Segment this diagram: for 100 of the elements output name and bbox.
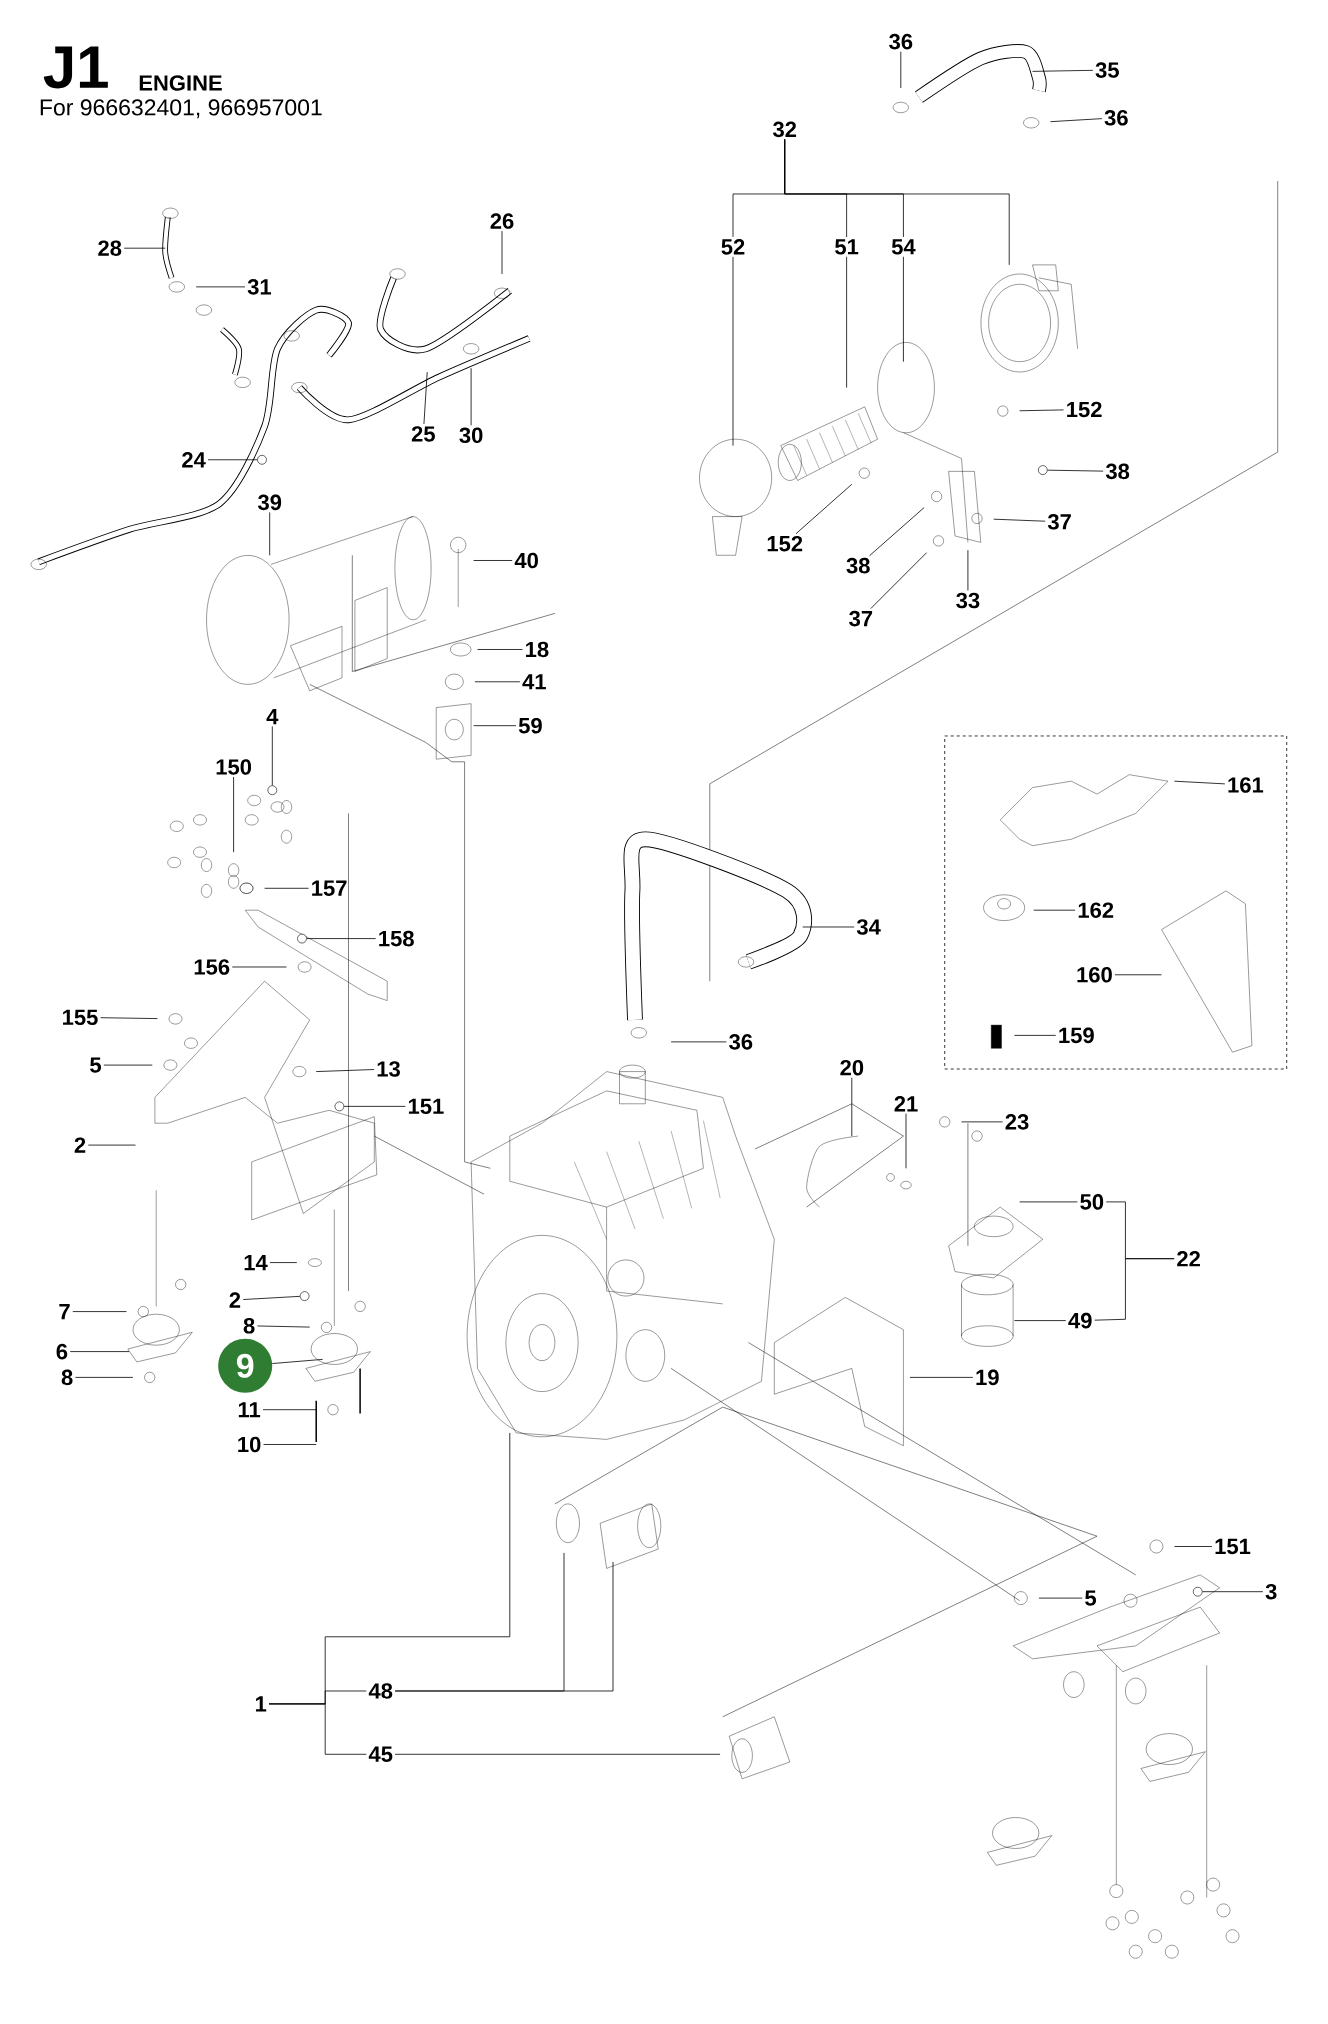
callout-number: 23 [1005,1114,1029,1130]
leader-line [263,1444,317,1445]
leader-line [207,459,258,461]
callout-number: 38 [846,557,870,574]
leader-line [262,1409,317,1411]
callout-number: 31 [247,279,271,295]
callout-number: 41 [522,674,546,690]
part-drawing [1192,1586,1203,1597]
callout-number: 5 [1085,1590,1096,1606]
leader-line [1174,1546,1213,1547]
leader-line [268,1432,511,1705]
callout-number: 45 [368,1746,393,1762]
leader-line [470,367,472,426]
callout-number: 2 [74,1137,86,1153]
leader-line [732,256,734,446]
leader-line [473,725,517,727]
callout-number: 22 [1177,1251,1200,1267]
leader-line [306,938,377,939]
leader-line [851,1077,853,1137]
leader-line [394,1753,721,1755]
callout-number: 155 [63,1009,98,1026]
dashed-kit-frame [944,735,1288,1070]
leader-line [69,1351,130,1352]
callout-number: 5 [90,1057,101,1073]
callout-number: 151 [1215,1538,1251,1555]
callout-number: 21 [894,1096,918,1112]
part-drawing [334,1101,345,1112]
leader-line [802,926,855,928]
leader-line [343,1106,406,1107]
leader-line [784,139,1010,266]
callout-number: 4 [266,709,279,725]
callout-number: 50 [1080,1194,1104,1210]
callout-number: 14 [244,1255,268,1271]
leader-line [1174,780,1226,785]
part-drawing [267,785,278,795]
callout-number: 10 [238,1436,261,1453]
callout-number: 32 [773,121,797,138]
callout-number: 8 [243,1318,255,1334]
leader-line [869,507,925,557]
leader-line [1114,974,1162,976]
highlighted-callout: 9 [218,1338,273,1393]
callout-number: 7 [59,1304,70,1320]
callout-number: 36 [889,33,913,50]
callout-number: 2 [229,1292,241,1308]
leader-line [315,1069,375,1072]
leader-line [233,776,234,853]
leader-line [231,966,287,968]
leader-line [100,1017,158,1019]
callout-number: 24 [182,452,206,468]
callout-number: 156 [194,959,230,975]
callout-number: 54 [891,239,916,255]
callout-number: 26 [490,213,514,229]
leader-line [501,230,503,275]
model-note: For 966632401, 966957001 [40,99,322,119]
leader-line [1038,1597,1083,1599]
callout-number: 37 [1047,513,1071,530]
callout-number: 51 [835,239,859,255]
leader-line [1050,118,1103,123]
callout-number: 152 [767,535,803,552]
callout-number: 8 [61,1369,73,1386]
callout-number: 52 [721,239,745,255]
callout-number: 36 [729,1034,753,1050]
leader-line [87,1144,136,1146]
part-drawing [1038,465,1048,475]
leader-line [72,1311,127,1312]
callout-number: 37 [849,610,873,627]
callout-number: 30 [459,427,483,444]
leader-line [1014,1320,1067,1321]
callout-number: 40 [514,552,538,569]
callout-number: 25 [411,426,435,442]
leader-line [1033,909,1076,911]
leader-line [1019,409,1064,412]
leader-line [1094,1258,1175,1321]
leader-line [1032,69,1094,72]
callout-number: 13 [377,1061,400,1077]
leader-line [394,1561,614,1692]
leader-line [103,1064,153,1066]
callout-number: 1 [255,1696,267,1712]
callout-number: 152 [1067,401,1102,418]
callout-number: 18 [526,641,549,658]
part-drawing [297,933,307,944]
callout-number: 39 [257,494,282,511]
leader-line [477,649,523,650]
callout-number: 162 [1078,902,1114,918]
callout-number: 20 [840,1059,864,1076]
callout-number: 38 [1105,463,1130,480]
leader-line [903,256,904,363]
page-code: J1 [43,46,108,89]
leader-line [257,1325,311,1328]
part-drawing [257,454,267,465]
callout-number: 3 [1265,1583,1277,1600]
section-title: ENGINE [139,75,222,91]
leader-line [269,1262,298,1263]
leader-line [1047,469,1104,472]
callout-number: 35 [1095,62,1119,78]
callout-number: 49 [1068,1312,1092,1329]
callout-number: 28 [98,240,122,256]
leader-line [423,371,428,425]
leader-line [967,549,969,591]
callout-number: 34 [856,919,881,935]
